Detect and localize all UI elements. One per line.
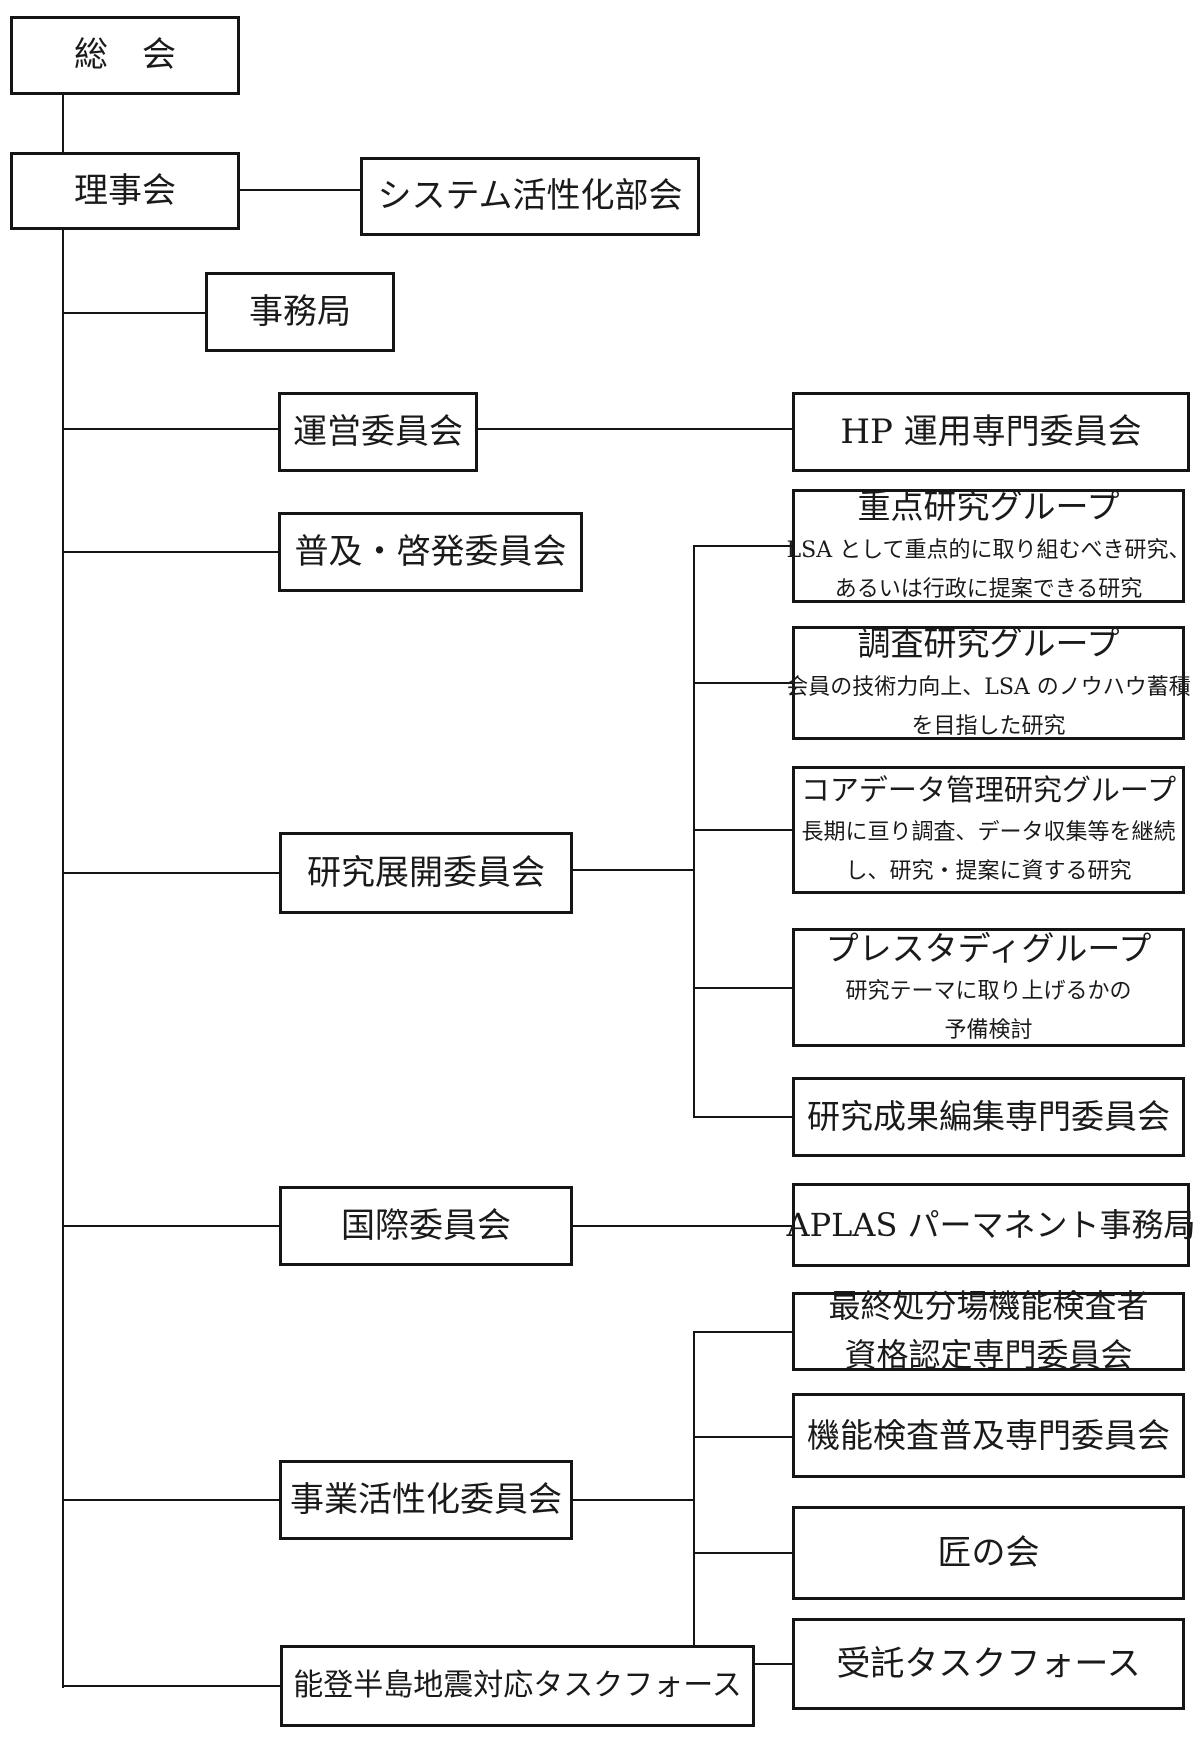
node-inspector-certification-committee: 最終処分場機能検査者 資格認定専門委員会 (792, 1287, 1185, 1374)
node-system-activation-subcommittee: システム活性化部会 (360, 157, 700, 236)
connector-steering-hp (478, 428, 792, 430)
node-pre-study-desc1: 研究テーマに取り上げるかの (845, 979, 1132, 1005)
node-steering-label: 運営委員会 (293, 411, 463, 452)
node-takumi-label: 匠の会 (937, 1532, 1040, 1573)
node-survey-research-group: 調査研究グループ 会員の技術力向上、LSA のノウハウ蓄積 を目指した研究 (786, 624, 1191, 740)
node-research-results-editing-committee: 研究成果編集専門委員会 (792, 1077, 1185, 1157)
node-pre-study-title: プレスタディグループ (825, 928, 1152, 968)
node-inspection-spread-label: 機能検査普及専門委員会 (807, 1415, 1170, 1455)
connector-stub-takumi (693, 1552, 792, 1554)
connector-stub-survey-group (693, 682, 792, 684)
connector-stub-core-data-group (693, 829, 792, 831)
node-business-activation-label: 事業活性化委員会 (290, 1479, 562, 1520)
node-board-of-directors: 理事会 (10, 152, 240, 230)
node-noto-tf-label: 能登半島地震対応タスクフォース (293, 1668, 742, 1703)
node-pre-study-desc2: 予備検討 (944, 1018, 1033, 1044)
node-survey-research-title: 調査研究グループ (857, 624, 1120, 664)
node-core-data-desc2: し、研究・提案に資する研究 (845, 858, 1132, 884)
connector-business-activation (62, 1499, 279, 1501)
node-priority-research-desc1: LSA として重点的に取り組むべき研究、 (786, 537, 1191, 563)
node-international-committee: 国際委員会 (279, 1186, 573, 1266)
connector-business-junction (573, 1499, 693, 1501)
connector-research-dev (62, 872, 279, 874)
connector-meeting-board (62, 95, 64, 154)
connector-research-rail (693, 545, 695, 1118)
node-hp-operation-committee: HP 運用専門委員会 (792, 392, 1190, 472)
connector-stub-inspector-cert (693, 1331, 792, 1333)
connector-noto-tf (62, 1685, 280, 1687)
node-function-inspection-committee: 機能検査普及専門委員会 (792, 1393, 1185, 1478)
connector-main-trunk (62, 230, 64, 1688)
node-priority-research-group: 重点研究グループ LSA として重点的に取り組むべき研究、 あるいは行政に提案で… (787, 487, 1190, 603)
node-secretariat-label: 事務局 (249, 291, 351, 332)
node-research-dev-label: 研究展開委員会 (307, 852, 545, 893)
node-results-editing-label: 研究成果編集専門委員会 (807, 1097, 1170, 1137)
node-dissemination-committee: 普及・啓発委員会 (278, 512, 583, 592)
connector-stub-results-editing (693, 1116, 792, 1118)
node-research-development-committee: 研究展開委員会 (279, 832, 573, 914)
connector-dissemination (62, 551, 278, 553)
node-general-meeting-label: 総 会 (74, 35, 176, 76)
connector-stub-priority-group (693, 545, 792, 547)
connector-steering (62, 428, 278, 430)
node-inspector-cert-line1: 最終処分場機能検査者 (828, 1287, 1149, 1326)
node-core-data-title: コアデータ管理研究グループ (800, 773, 1177, 808)
connector-secretariat (62, 312, 205, 314)
node-general-meeting: 総 会 (10, 16, 240, 95)
connector-international (62, 1225, 279, 1227)
node-core-data-desc1: 長期に亘り調査、データ収集等を継続 (801, 819, 1176, 845)
node-aplas-label: APLAS パーマネント事務局 (786, 1205, 1196, 1244)
node-priority-research-desc2: あるいは行政に提案できる研究 (834, 576, 1143, 602)
connector-stub-inspection (693, 1436, 792, 1438)
node-inspector-cert-line2: 資格認定専門委員会 (844, 1336, 1133, 1374)
node-secretariat: 事務局 (205, 272, 395, 352)
node-noto-earthquake-taskforce: 能登半島地震対応タスクフォース (280, 1645, 755, 1727)
node-aplas-permanent-office: APLAS パーマネント事務局 (786, 1183, 1196, 1267)
node-contract-tf-label: 受託タスクフォース (836, 1643, 1141, 1684)
node-core-data-management-group: コアデータ管理研究グループ 長期に亘り調査、データ収集等を継続 し、研究・提案に… (792, 766, 1185, 894)
node-hp-operation-label: HP 運用専門委員会 (840, 411, 1142, 452)
connector-international-aplas (573, 1225, 792, 1227)
node-takumi-group: 匠の会 (792, 1506, 1185, 1600)
node-survey-research-desc2: を目指した研究 (911, 713, 1066, 739)
node-business-activation-committee: 事業活性化委員会 (279, 1460, 573, 1540)
node-steering-committee: 運営委員会 (278, 392, 478, 472)
node-contract-taskforce: 受託タスクフォース (792, 1618, 1185, 1710)
node-survey-research-desc1: 会員の技術力向上、LSA のノウハウ蓄積 (786, 674, 1191, 700)
node-international-label: 国際委員会 (341, 1205, 511, 1246)
connector-business-rail (693, 1331, 695, 1665)
node-pre-study-group: プレスタディグループ 研究テーマに取り上げるかの 予備検討 (792, 928, 1185, 1047)
connector-research-junction (573, 869, 693, 871)
connector-board-system (240, 189, 360, 191)
node-board-label: 理事会 (74, 170, 176, 211)
node-priority-research-title: 重点研究グループ (857, 487, 1120, 527)
connector-stub-pre-study-group (693, 987, 792, 989)
node-system-activation-label: システム活性化部会 (377, 176, 683, 217)
node-dissemination-label: 普及・啓発委員会 (294, 531, 567, 572)
